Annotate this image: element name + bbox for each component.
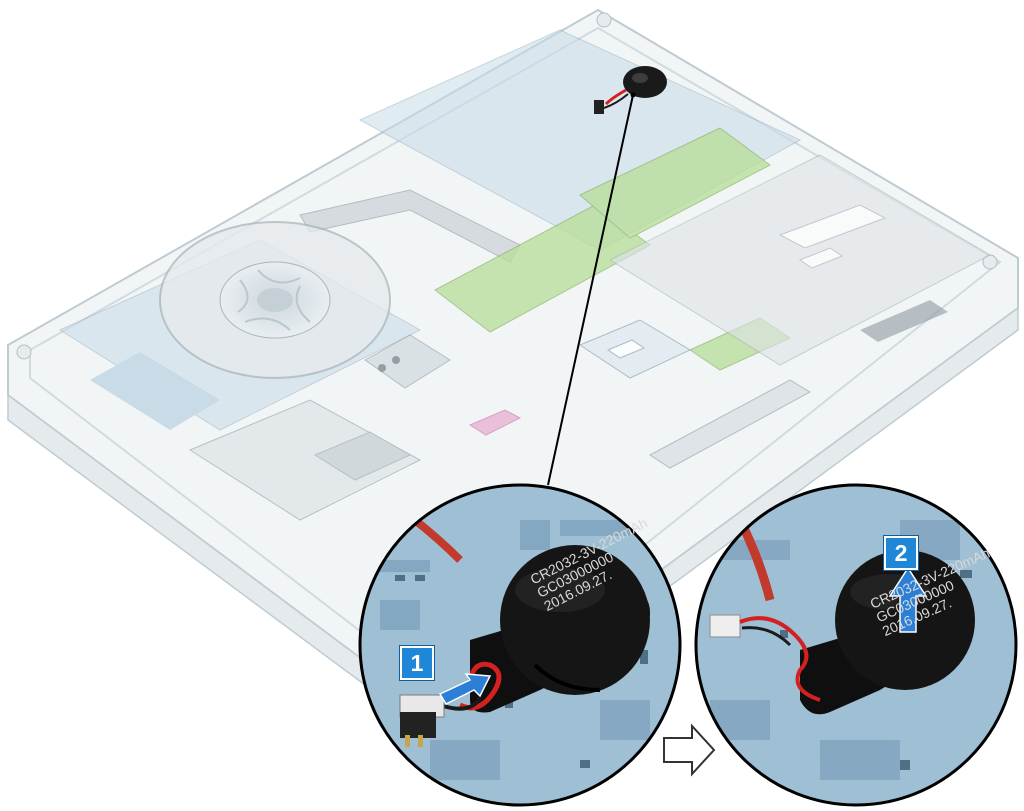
memory-modules [434,127,792,371]
system-fan [159,221,391,379]
battery-bay [608,154,992,366]
callout-leader-icon [547,92,636,486]
detail-view-step-1 [358,483,682,807]
detail-view-step-2 [694,483,1018,807]
coin-cell-battery-location [594,66,667,114]
step-arrow-icon [663,723,716,777]
ssd-shield [188,399,422,521]
step-1-badge: 1 [400,646,434,680]
step-2-badge: 2 [884,536,918,570]
touchpad-cable [468,319,812,469]
wlan-card [364,334,451,389]
